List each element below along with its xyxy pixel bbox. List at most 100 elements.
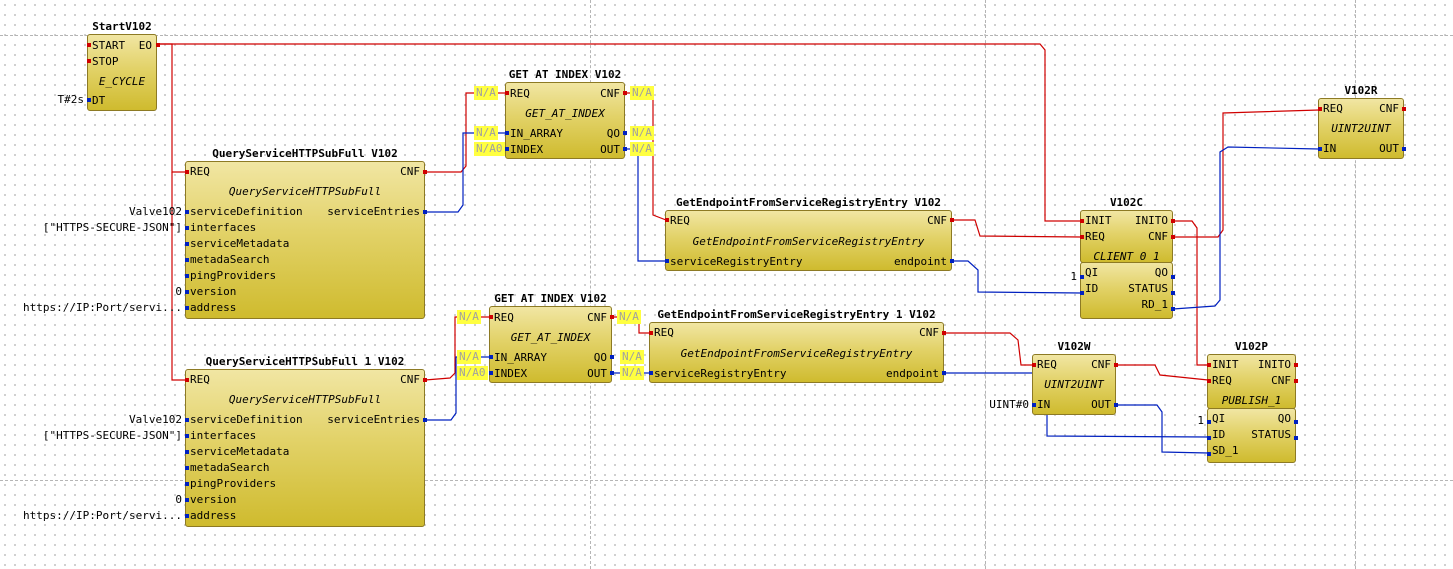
- fb-get-at-index-2[interactable]: GET AT INDEX V102 REQ CNF GET_AT_INDEX I…: [489, 292, 614, 383]
- pin-service-metadata[interactable]: serviceMetadata: [190, 445, 290, 458]
- data-input-marker: [665, 259, 669, 263]
- pin-service-definition[interactable]: serviceDefinition: [190, 205, 303, 218]
- pin-req[interactable]: REQ: [670, 214, 690, 227]
- fb-get-endpoint-1[interactable]: GetEndpointFromServiceRegistryEntry V102…: [665, 196, 954, 271]
- fb-v102r[interactable]: V102R REQ CNF UINT2UINT IN OUT: [1318, 84, 1406, 159]
- pin-service-entries[interactable]: serviceEntries: [327, 205, 420, 218]
- pin-id[interactable]: ID: [1212, 428, 1226, 441]
- pin-qo[interactable]: QO: [593, 351, 607, 364]
- fb-type-name: GET_AT_INDEX: [525, 107, 605, 120]
- fb-v102w[interactable]: V102W REQ CNF UINT2UINT IN OUT: [1032, 340, 1118, 415]
- pin-req[interactable]: REQ: [190, 165, 210, 178]
- pin-dt[interactable]: DT: [92, 94, 106, 107]
- pin-service-entries[interactable]: serviceEntries: [327, 413, 420, 426]
- pin-endpoint[interactable]: endpoint: [886, 367, 939, 380]
- pin-service-registry-entry[interactable]: serviceRegistryEntry: [654, 367, 787, 380]
- pin-cnf[interactable]: CNF: [1148, 230, 1168, 243]
- pin-eo[interactable]: EO: [138, 39, 152, 52]
- pin-out[interactable]: OUT: [600, 143, 620, 156]
- pin-service-metadata[interactable]: serviceMetadata: [190, 237, 290, 250]
- pin-qo[interactable]: QO: [1154, 266, 1168, 279]
- pin-address[interactable]: address: [190, 301, 237, 314]
- pin-out[interactable]: OUT: [1379, 142, 1399, 155]
- na-marker: N/A: [457, 310, 481, 324]
- pin-index[interactable]: INDEX: [510, 143, 544, 156]
- pin-req[interactable]: REQ: [654, 326, 674, 339]
- param-in: UINT#0: [989, 398, 1029, 411]
- fb-v102c[interactable]: V102C INIT INITO REQ CNF CLIENT_0_1 QI Q…: [1080, 196, 1175, 319]
- pin-req[interactable]: REQ: [510, 87, 530, 100]
- pin-id[interactable]: ID: [1085, 282, 1099, 295]
- fb-get-endpoint-2[interactable]: GetEndpointFromServiceRegistryEntry 1 V1…: [649, 308, 946, 383]
- fb-startv102[interactable]: StartV102 START EO STOP E_CYCLE DT: [87, 20, 160, 111]
- fb-type-name: GetEndpointFromServiceRegistryEntry: [692, 235, 925, 248]
- data-input-marker: [1032, 403, 1036, 407]
- pin-req[interactable]: REQ: [1085, 230, 1105, 243]
- pin-qi[interactable]: QI: [1085, 266, 1099, 279]
- pin-cnf[interactable]: CNF: [1379, 102, 1399, 115]
- na-marker: N/A: [620, 350, 644, 364]
- pin-inito[interactable]: INITO: [1134, 214, 1168, 227]
- pin-status[interactable]: STATUS: [1251, 428, 1291, 441]
- pin-req[interactable]: REQ: [1212, 374, 1232, 387]
- fb-v102p[interactable]: V102P INIT INITO REQ CNF PUBLISH_1 QI QO…: [1207, 340, 1298, 463]
- pin-cnf[interactable]: CNF: [600, 87, 620, 100]
- pin-out[interactable]: OUT: [1091, 398, 1111, 411]
- pin-in-array[interactable]: IN_ARRAY: [510, 127, 563, 140]
- event-output-marker: [156, 43, 160, 47]
- pin-req[interactable]: REQ: [190, 373, 210, 386]
- pin-status[interactable]: STATUS: [1128, 282, 1168, 295]
- pin-index[interactable]: INDEX: [494, 367, 528, 380]
- na-marker: N/A: [630, 142, 654, 156]
- fb-type-name: QueryServiceHTTPSubFull: [228, 393, 382, 406]
- pin-cnf[interactable]: CNF: [400, 373, 420, 386]
- pin-metada-search[interactable]: metadaSearch: [190, 461, 270, 474]
- pin-out[interactable]: OUT: [587, 367, 607, 380]
- pin-stop[interactable]: STOP: [92, 55, 119, 68]
- pin-req[interactable]: REQ: [494, 311, 514, 324]
- pin-in[interactable]: IN: [1323, 142, 1337, 155]
- pin-cnf[interactable]: CNF: [400, 165, 420, 178]
- pin-sd1[interactable]: SD_1: [1212, 444, 1239, 457]
- pin-in-array[interactable]: IN_ARRAY: [494, 351, 547, 364]
- pin-address[interactable]: address: [190, 509, 237, 522]
- pin-interfaces[interactable]: interfaces: [190, 429, 257, 442]
- event-output-marker: [1294, 379, 1298, 383]
- pin-cnf[interactable]: CNF: [1271, 374, 1291, 387]
- pin-version[interactable]: version: [190, 285, 237, 298]
- pin-req[interactable]: REQ: [1037, 358, 1057, 371]
- event-input-marker: [489, 315, 493, 319]
- pin-service-registry-entry[interactable]: serviceRegistryEntry: [670, 255, 803, 268]
- pin-cnf[interactable]: CNF: [1091, 358, 1111, 371]
- data-input-marker: [185, 418, 189, 422]
- data-input-marker: [185, 434, 189, 438]
- fb-query-service-2[interactable]: QueryServiceHTTPSubFull 1 V102 REQ CNF Q…: [185, 355, 427, 527]
- pin-qo[interactable]: QO: [606, 127, 620, 140]
- grid-line: [985, 0, 986, 569]
- data-output-marker: [423, 418, 427, 422]
- pin-start[interactable]: START: [92, 39, 126, 52]
- pin-in[interactable]: IN: [1037, 398, 1051, 411]
- fb-get-at-index-1[interactable]: GET AT INDEX V102 REQ CNF GET_AT_INDEX I…: [505, 68, 627, 159]
- pin-req[interactable]: REQ: [1323, 102, 1343, 115]
- pin-cnf[interactable]: CNF: [919, 326, 939, 339]
- grid-line: [1355, 0, 1356, 569]
- fb-query-service-1[interactable]: QueryServiceHTTPSubFull V102 REQ CNF Que…: [185, 147, 427, 319]
- pin-interfaces[interactable]: interfaces: [190, 221, 257, 234]
- grid-line: [0, 35, 1453, 36]
- pin-init[interactable]: INIT: [1085, 214, 1112, 227]
- pin-version[interactable]: version: [190, 493, 237, 506]
- pin-init[interactable]: INIT: [1212, 358, 1239, 371]
- pin-ping-providers[interactable]: pingProviders: [190, 269, 277, 282]
- pin-rd1[interactable]: RD_1: [1141, 298, 1169, 311]
- pin-endpoint[interactable]: endpoint: [894, 255, 947, 268]
- pin-cnf[interactable]: CNF: [927, 214, 947, 227]
- event-output-marker: [423, 378, 427, 382]
- pin-inito[interactable]: INITO: [1257, 358, 1291, 371]
- pin-cnf[interactable]: CNF: [587, 311, 607, 324]
- pin-qo[interactable]: QO: [1277, 412, 1291, 425]
- pin-qi[interactable]: QI: [1212, 412, 1226, 425]
- pin-ping-providers[interactable]: pingProviders: [190, 477, 277, 490]
- pin-metada-search[interactable]: metadaSearch: [190, 253, 270, 266]
- pin-service-definition[interactable]: serviceDefinition: [190, 413, 303, 426]
